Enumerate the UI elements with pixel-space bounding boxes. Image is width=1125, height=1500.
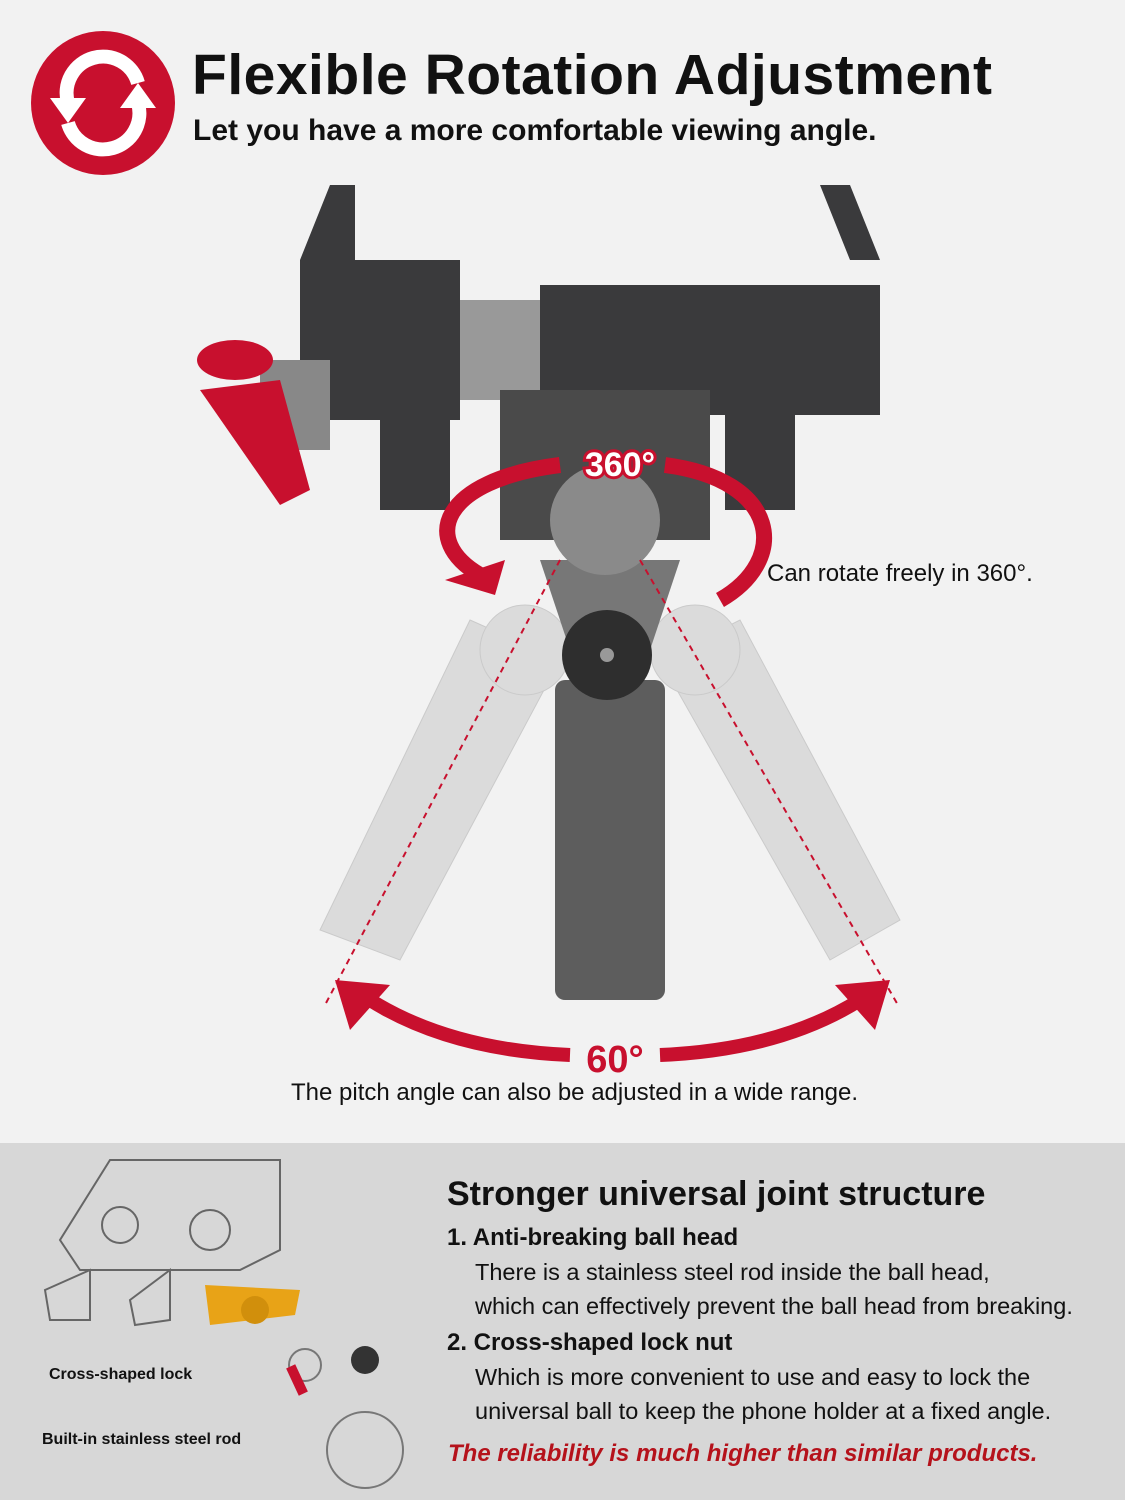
rotation-arrow [439,457,772,607]
phone-holder [260,185,880,575]
red-knob [197,340,310,505]
pitch-arrow [366,994,864,1062]
callout-lock: Cross-shaped lock [49,1366,193,1383]
structure-heading: Stronger universal joint structure [447,1175,986,1213]
desc-line: which can effectively prevent the ball h… [475,1293,1073,1319]
pitch-caption: The pitch angle can also be adjusted in … [291,1079,859,1106]
page-title: Flexible Rotation Adjustment [192,43,993,107]
structure-panel [0,1143,1125,1500]
pitch-badge: 60° [586,1039,643,1081]
desc-line: Which is more convenient to use and easy… [475,1364,1031,1390]
exploded-diagram [43,1159,404,1489]
page-subtitle: Let you have a more comfortable viewing … [193,114,877,147]
item-desc: Which is more convenient to use and easy… [475,1360,1051,1428]
callout-rod: Built-in stainless steel rod [42,1431,242,1448]
phone-mount-illustration: 360° 60° [197,185,901,1081]
tagline: The reliability is much higher than simi… [448,1440,1038,1467]
rotate-arrows-icon [31,31,175,175]
item-desc: There is a stainless steel rod inside th… [475,1255,1073,1323]
item-title: 1. Anti-breaking ball head [447,1224,739,1251]
desc-line: There is a stainless steel rod inside th… [475,1259,990,1285]
item-title: 2. Cross-shaped lock nut [447,1329,733,1356]
rotation-caption: Can rotate freely in 360°. [767,560,1033,587]
center-arm [540,560,680,1000]
rotation-badge: 360° [585,446,655,484]
desc-line: universal ball to keep the phone holder … [475,1398,1052,1424]
